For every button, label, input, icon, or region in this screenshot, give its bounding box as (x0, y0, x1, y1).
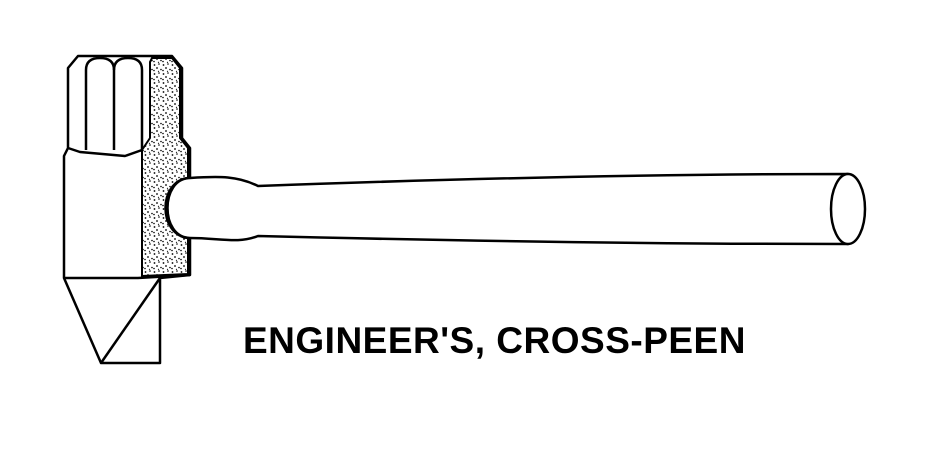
handle-collar-left (164, 176, 189, 240)
hammer-handle (164, 172, 867, 246)
peen-groove-right (112, 56, 144, 152)
hammer-head (62, 54, 192, 365)
peen-groove-left (84, 56, 116, 150)
handle-shaft (166, 172, 850, 246)
head-outline (62, 54, 192, 365)
head-shoulder-line (67, 146, 143, 158)
tool-caption: ENGINEER'S, CROSS-PEEN (243, 320, 746, 361)
face-diagonal-line (99, 277, 162, 364)
face-bevel-line (64, 273, 191, 280)
handle-end-cap (829, 172, 867, 246)
